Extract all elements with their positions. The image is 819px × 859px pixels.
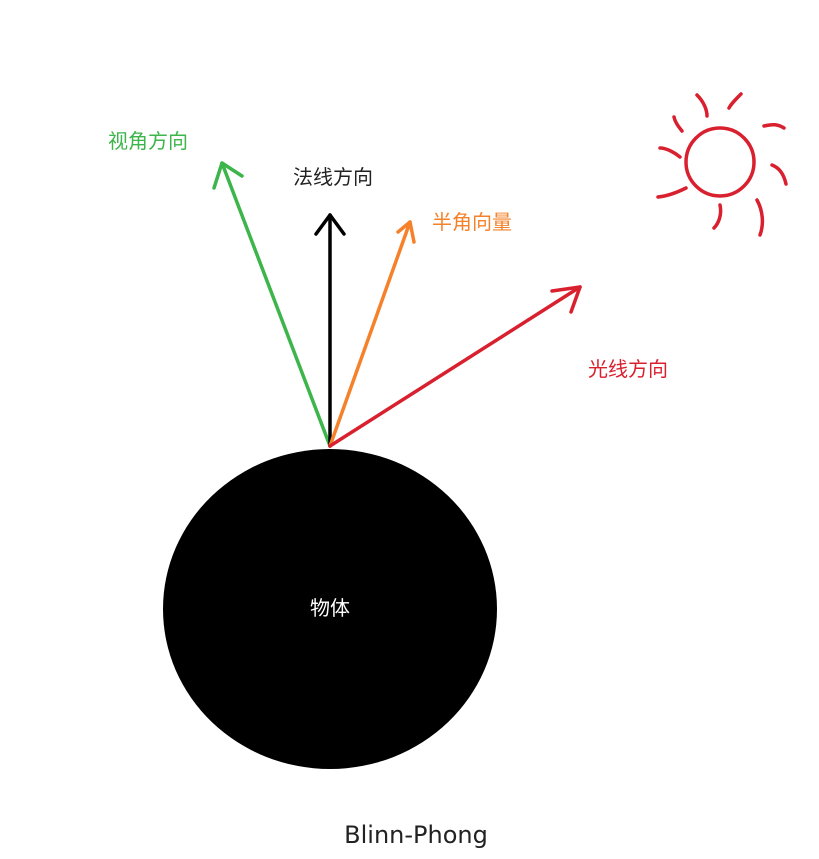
view-direction-arrow — [212, 161, 332, 448]
light-direction-label: 光线方向 — [588, 357, 668, 381]
half-vector-arrow — [328, 220, 416, 448]
object-sphere — [163, 449, 497, 769]
view-direction-label: 视角方向 — [108, 129, 188, 153]
light-direction-arrow — [328, 285, 582, 448]
sun-icon — [656, 92, 788, 237]
normal-direction-arrow — [314, 213, 346, 448]
object-label: 物体 — [310, 596, 350, 620]
diagram-caption: Blinn-Phong — [344, 821, 488, 849]
normal-direction-label: 法线方向 — [293, 165, 373, 189]
half-vector-label: 半角向量 — [432, 210, 512, 234]
